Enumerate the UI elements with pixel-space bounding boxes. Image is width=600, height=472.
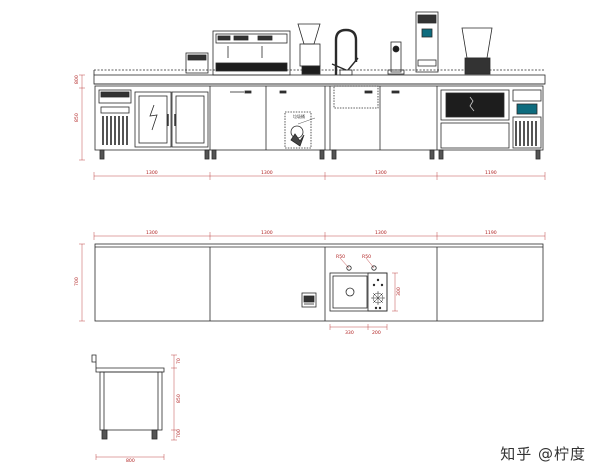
espresso-machine — [212, 30, 291, 76]
sink-drainboard — [367, 272, 388, 312]
sink-bowl — [329, 272, 388, 312]
elevation-dimensions — [79, 74, 546, 180]
plan-countertop — [94, 243, 544, 322]
watermark: 知乎 @柠度 — [500, 445, 586, 463]
side-cabinet — [99, 371, 163, 431]
plan-width-label-3: 1300 — [375, 230, 387, 236]
front-elevation — [93, 11, 546, 160]
water-purifier — [390, 41, 402, 73]
faucet — [334, 28, 358, 75]
trash-chute — [301, 292, 317, 308]
plan-width-label-1: 1300 — [146, 230, 158, 236]
countertop-appliances — [185, 11, 493, 76]
sink-radius-label-b: R50 — [362, 254, 371, 260]
sink-radius-label-a: R50 — [336, 254, 345, 260]
elevation-width-label-4: 1190 — [485, 170, 497, 176]
glass-door-right — [171, 91, 209, 148]
bin-cutout — [284, 111, 312, 149]
sink-drain-width-label: 200 — [372, 330, 381, 336]
refrigerator-unit — [98, 89, 209, 148]
elevation-width-label-1: 1300 — [146, 170, 158, 176]
small-machine — [185, 52, 209, 74]
cabinet-section-2 — [230, 86, 316, 150]
cabinet-body — [94, 85, 544, 151]
cabinet-legs — [99, 149, 541, 160]
countertop-slab — [93, 74, 546, 85]
coffee-grinder — [297, 23, 321, 45]
side-lower-height-label: 700 — [176, 429, 182, 438]
sink-bowl-depth-label: 300 — [396, 287, 402, 296]
side-width-label: 800 — [126, 458, 135, 464]
elevation-total-height-label: 850 — [74, 113, 80, 122]
blender — [461, 27, 493, 59]
glass-door-left — [134, 91, 172, 148]
water-boiler — [415, 11, 439, 73]
plan-view — [94, 243, 544, 322]
oven-unit — [440, 89, 542, 149]
plan-depth-label: 700 — [74, 277, 80, 286]
side-top-height-label: 70 — [176, 358, 182, 364]
side-profile — [91, 354, 165, 373]
oven-window — [445, 92, 505, 118]
digital-display — [516, 103, 538, 115]
elevation-secondary-height-label: 800 — [74, 75, 80, 84]
elevation-width-label-3: 1300 — [375, 170, 387, 176]
plan-width-label-2: 1300 — [261, 230, 273, 236]
elevation-width-label-2: 1300 — [261, 170, 273, 176]
side-dimensions — [95, 354, 177, 460]
plan-dimensions — [79, 232, 546, 330]
plan-width-label-4: 1190 — [485, 230, 497, 236]
control-panel — [100, 91, 130, 98]
sink-bowl-width-label: 330 — [345, 330, 354, 336]
sink-cabinet — [333, 85, 400, 150]
bin-label: 垃圾桶 — [293, 113, 305, 119]
side-total-height-label: 850 — [176, 394, 182, 403]
side-view — [91, 354, 165, 440]
